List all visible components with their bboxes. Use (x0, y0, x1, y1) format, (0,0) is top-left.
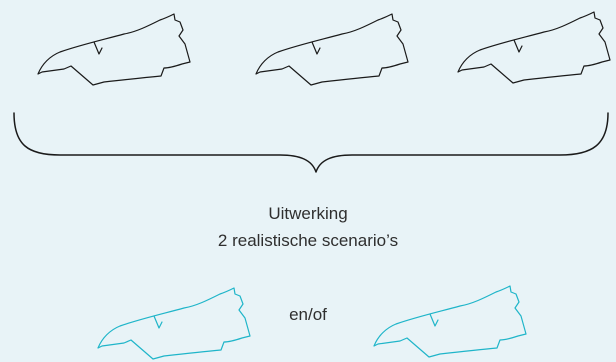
or-label: en/of (289, 305, 327, 324)
caption-title: Uitwerking (268, 204, 348, 223)
plot-outline-icon (373, 285, 527, 358)
plot-outline-icon (37, 13, 191, 86)
plot-outline-icon (97, 287, 251, 360)
caption-subtitle: 2 realistische scenario’s (217, 231, 399, 250)
curly-brace-icon (13, 112, 609, 173)
plot-outline-icon (457, 11, 611, 84)
plot-outline-icon (255, 13, 409, 86)
